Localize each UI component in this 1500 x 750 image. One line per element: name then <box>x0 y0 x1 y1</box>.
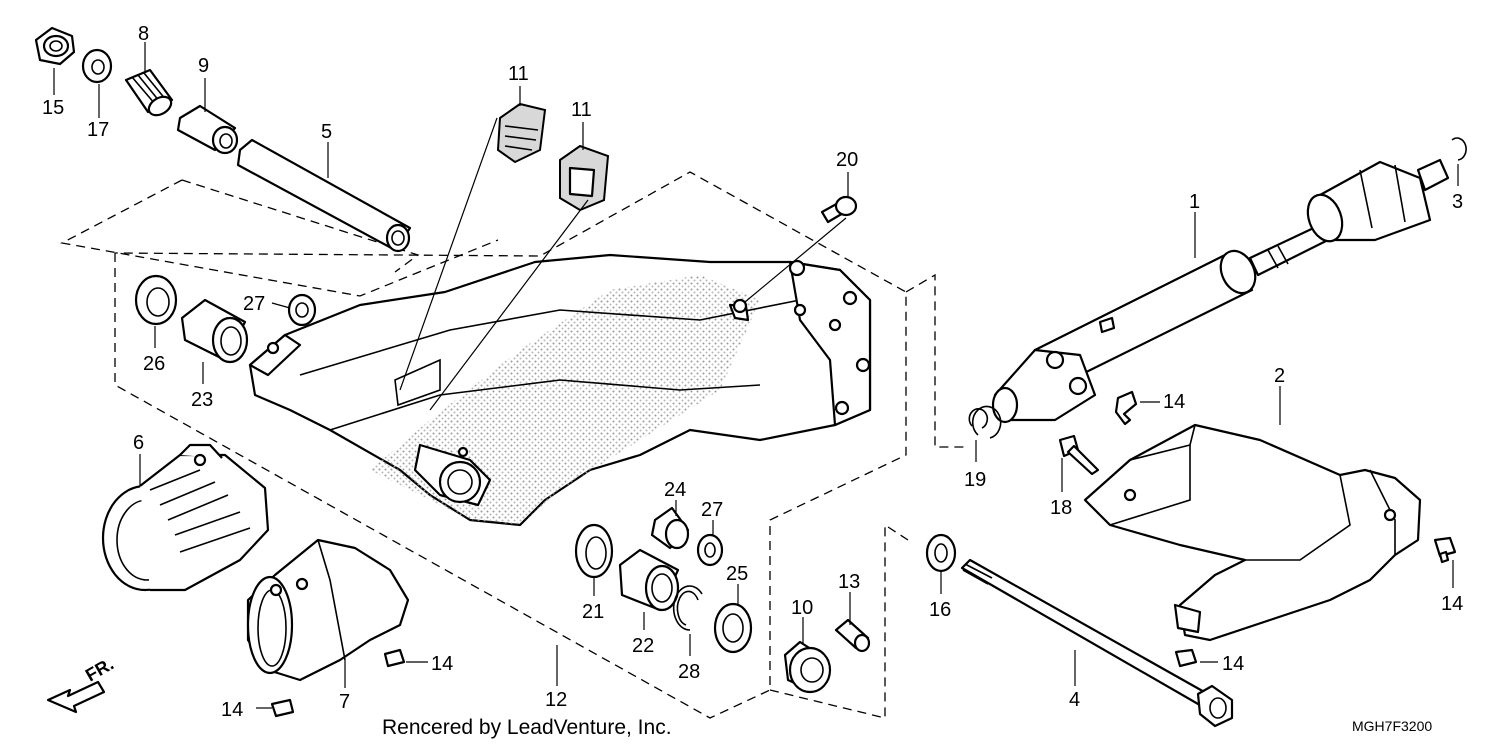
part-14-bolt-b <box>1433 536 1457 564</box>
callout-24: 24 <box>664 479 686 501</box>
part-10-bushing <box>783 640 832 694</box>
callout-6: 6 <box>133 432 144 454</box>
part-21-seal <box>574 523 614 579</box>
callout-10: 10 <box>791 597 813 619</box>
callout-26: 26 <box>143 353 165 375</box>
part-14-bolt-e <box>270 698 295 718</box>
callout-9: 9 <box>198 55 209 77</box>
callout-4: 4 <box>1069 689 1080 711</box>
part-1-drive-shaft <box>991 158 1450 424</box>
callout-2: 2 <box>1274 365 1285 387</box>
callout-7: 7 <box>339 691 350 713</box>
part-15-nut <box>34 26 76 66</box>
part-18-bolt <box>1058 434 1100 476</box>
part-17-washer <box>81 48 113 84</box>
callout-14-e: 14 <box>221 699 243 721</box>
callout-16: 16 <box>929 599 951 621</box>
part-19-circlip <box>968 405 1002 439</box>
front-marker: FR. <box>82 654 117 686</box>
part-13-collar <box>834 618 871 653</box>
callout-14-a: 14 <box>1163 391 1185 413</box>
callout-1: 1 <box>1189 191 1200 213</box>
callouts: 15 17 8 9 5 11 11 20 1 3 27 26 23 2 14 1… <box>42 23 1463 721</box>
part-26-seal <box>134 274 178 326</box>
callout-21: 21 <box>582 601 604 623</box>
part-8-adjuster <box>124 68 174 117</box>
part-11-grommet <box>496 102 547 164</box>
callout-15: 15 <box>42 97 64 119</box>
callout-25: 25 <box>726 563 748 585</box>
diagram-code: MGH7F3200 <box>1352 718 1432 734</box>
part-6-boot <box>101 443 270 592</box>
callout-3: 3 <box>1452 191 1463 213</box>
part-9-collar <box>176 104 239 155</box>
callout-27-b: 27 <box>701 499 723 521</box>
part-27-collar-b <box>696 533 724 567</box>
callout-19: 19 <box>964 469 986 491</box>
part-14-bolt-a <box>1114 390 1138 426</box>
footer-credit: Rencered by LeadVenture, Inc. <box>382 716 672 739</box>
part-20-bolt <box>820 195 858 224</box>
part-22-bearing <box>618 548 680 612</box>
part-23-bearing <box>180 298 249 364</box>
part-2-cover <box>1083 423 1422 642</box>
callout-11-b: 11 <box>571 99 592 121</box>
callout-14-c: 14 <box>1222 653 1244 675</box>
assembly-boundary <box>60 171 965 719</box>
callout-12: 12 <box>545 689 567 711</box>
callout-18: 18 <box>1050 497 1072 519</box>
callout-17: 17 <box>87 119 109 141</box>
callout-23: 23 <box>191 389 213 411</box>
part-3-circlip <box>1451 137 1467 161</box>
part-11-grommet-2 <box>559 144 610 212</box>
part-7-guard <box>246 538 410 682</box>
part-28-circlip <box>672 585 703 631</box>
callout-28: 28 <box>678 661 700 683</box>
part-14-bolt-d <box>383 648 406 668</box>
part-14-bolt-c <box>1174 648 1198 668</box>
part-25-seal <box>713 602 753 654</box>
callout-14-d: 14 <box>431 653 453 675</box>
callout-13: 13 <box>838 571 860 593</box>
leader-lines <box>53 42 1459 709</box>
part-16-washer <box>925 533 957 573</box>
part-4-axle <box>960 558 1234 728</box>
callout-27-a: 27 <box>243 293 265 315</box>
callout-14-b: 14 <box>1441 593 1463 615</box>
front-arrow-icon <box>46 680 106 714</box>
callout-8: 8 <box>138 23 149 45</box>
swingarm-body <box>248 253 872 527</box>
part-27-collar <box>287 293 317 327</box>
part-5-pivot-collar <box>236 138 412 253</box>
callout-22: 22 <box>632 635 654 657</box>
callout-20: 20 <box>836 149 858 171</box>
callout-11-a: 11 <box>508 63 529 85</box>
part-24-collar <box>650 506 690 550</box>
callout-5: 5 <box>321 121 332 143</box>
